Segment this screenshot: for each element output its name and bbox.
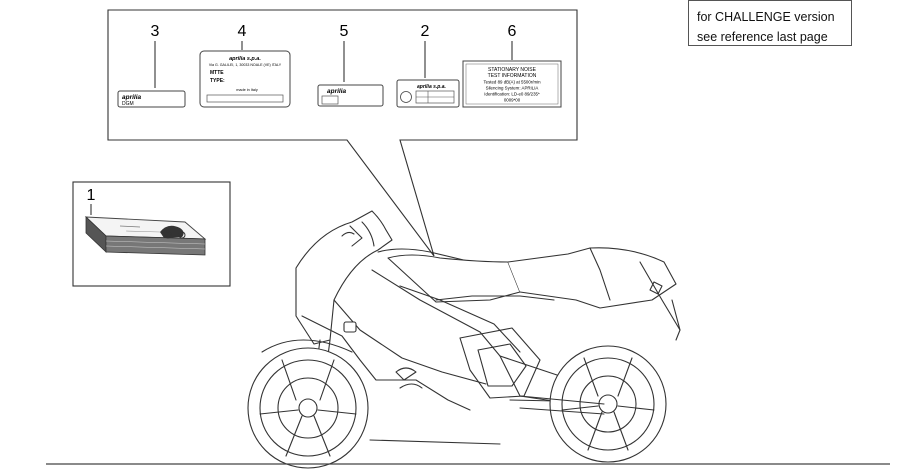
decal3-code: DGM xyxy=(122,101,134,107)
callout-3: 3 xyxy=(151,23,160,40)
callout-6: 6 xyxy=(508,23,517,40)
challenge-version-note: for CHALLENGE version see reference last… xyxy=(688,0,852,46)
decal3-brand: aprilia xyxy=(122,94,142,101)
item-4-plate: 4 aprilia s.p.a. Via G. GALILEI, 1, 3003… xyxy=(199,23,291,108)
plate4-mtte: MTTE xyxy=(210,70,224,76)
manual-book-icon xyxy=(84,216,207,256)
note-line-1: for CHALLENGE version xyxy=(697,10,835,24)
callout-5: 5 xyxy=(340,23,349,40)
noise6-line6: 0009*00 xyxy=(504,98,521,103)
note-line-2: see reference last page xyxy=(697,30,828,44)
noise6-line2: TEST INFORMATION xyxy=(488,73,537,79)
noise6-line4: Silencing System: APRILIA xyxy=(486,86,539,91)
decal5-brand: aprilia xyxy=(327,88,347,95)
noise6-line3: Tested 89 dB(A) at 5500r/min xyxy=(483,80,541,85)
callout-2: 2 xyxy=(421,23,430,40)
callout-1: 1 xyxy=(87,187,96,204)
callout-4: 4 xyxy=(238,23,247,40)
plate4-type: TYPE: xyxy=(210,78,225,84)
motorcycle-drawing xyxy=(247,210,681,469)
plate4-made: made in Italy xyxy=(236,88,258,92)
noise6-line5: Identification: LD-e0 89/235* xyxy=(484,92,540,97)
plate2-brand: aprilia s.p.a. xyxy=(417,84,446,90)
item-2-plate: 2 aprilia s.p.a. xyxy=(396,23,460,108)
item-3-decal: 3 aprilia DGM xyxy=(117,23,186,108)
item-5-decal: 5 aprilia xyxy=(317,23,384,107)
item-1-manual-panel: 1 xyxy=(72,181,231,287)
noise6-line1: STATIONARY NOISE xyxy=(488,67,537,73)
item-6-noise-label: 6 STATIONARY NOISE TEST INFORMATION Test… xyxy=(462,23,562,108)
plate4-address: Via G. GALILEI, 1, 30033 NOALE (VE) ITAL… xyxy=(209,63,282,67)
plate4-brand: aprilia s.p.a. xyxy=(229,56,261,62)
